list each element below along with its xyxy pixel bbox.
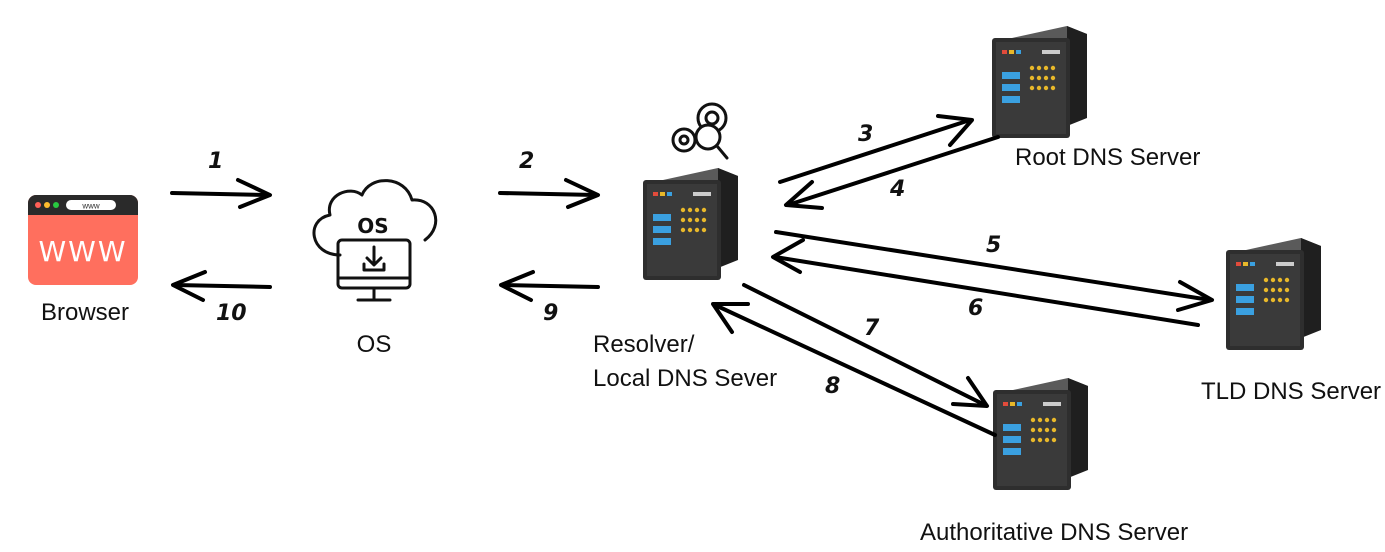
root-label: Root DNS Server <box>1015 144 1200 171</box>
os-label: OS <box>357 331 392 358</box>
arrow-step-1 <box>170 178 272 209</box>
gears-magnifier-icon <box>671 102 729 160</box>
browser-bar-text: www <box>81 202 100 211</box>
step-label-2: 2 <box>519 149 534 174</box>
arrow-step-3 <box>778 114 974 184</box>
step-label-7: 7 <box>864 316 880 341</box>
browser-screen-text: WWW <box>38 235 127 268</box>
root-server-icon <box>992 26 1087 138</box>
tld-label: TLD DNS Server <box>1201 378 1381 405</box>
step-label-6: 6 <box>968 296 983 321</box>
step-label-8: 8 <box>825 374 840 399</box>
resolver-server-icon <box>643 168 738 280</box>
tld-server-icon <box>1226 238 1321 350</box>
step-label-3: 3 <box>858 122 873 147</box>
arrow-step-10 <box>171 270 272 302</box>
arrow-step-9 <box>499 270 600 302</box>
arrow-step-2 <box>498 178 600 209</box>
authoritative-label: Authoritative DNS Server <box>920 519 1188 546</box>
arrow-step-4 <box>784 135 1000 210</box>
os-cloud-monitor-icon: OS <box>312 179 438 302</box>
arrow-step-8 <box>711 302 997 437</box>
arrow-step-5 <box>774 230 1214 312</box>
step-label-10: 10 <box>216 301 247 326</box>
step-label-5: 5 <box>986 233 1001 258</box>
arrow-step-7 <box>742 283 989 408</box>
step-label-9: 9 <box>543 301 558 326</box>
authoritative-server-icon <box>993 378 1088 490</box>
browser-window-icon: www WWW <box>28 195 138 285</box>
step-label-4: 4 <box>889 177 905 202</box>
browser-label: Browser <box>41 299 129 326</box>
step-label-1: 1 <box>208 149 223 174</box>
os-cloud-text: OS <box>357 214 388 238</box>
resolver-label-line2: Local DNS Sever <box>593 365 777 392</box>
arrow-step-6 <box>771 238 1200 327</box>
resolver-label-line1: Resolver/ <box>593 331 695 358</box>
